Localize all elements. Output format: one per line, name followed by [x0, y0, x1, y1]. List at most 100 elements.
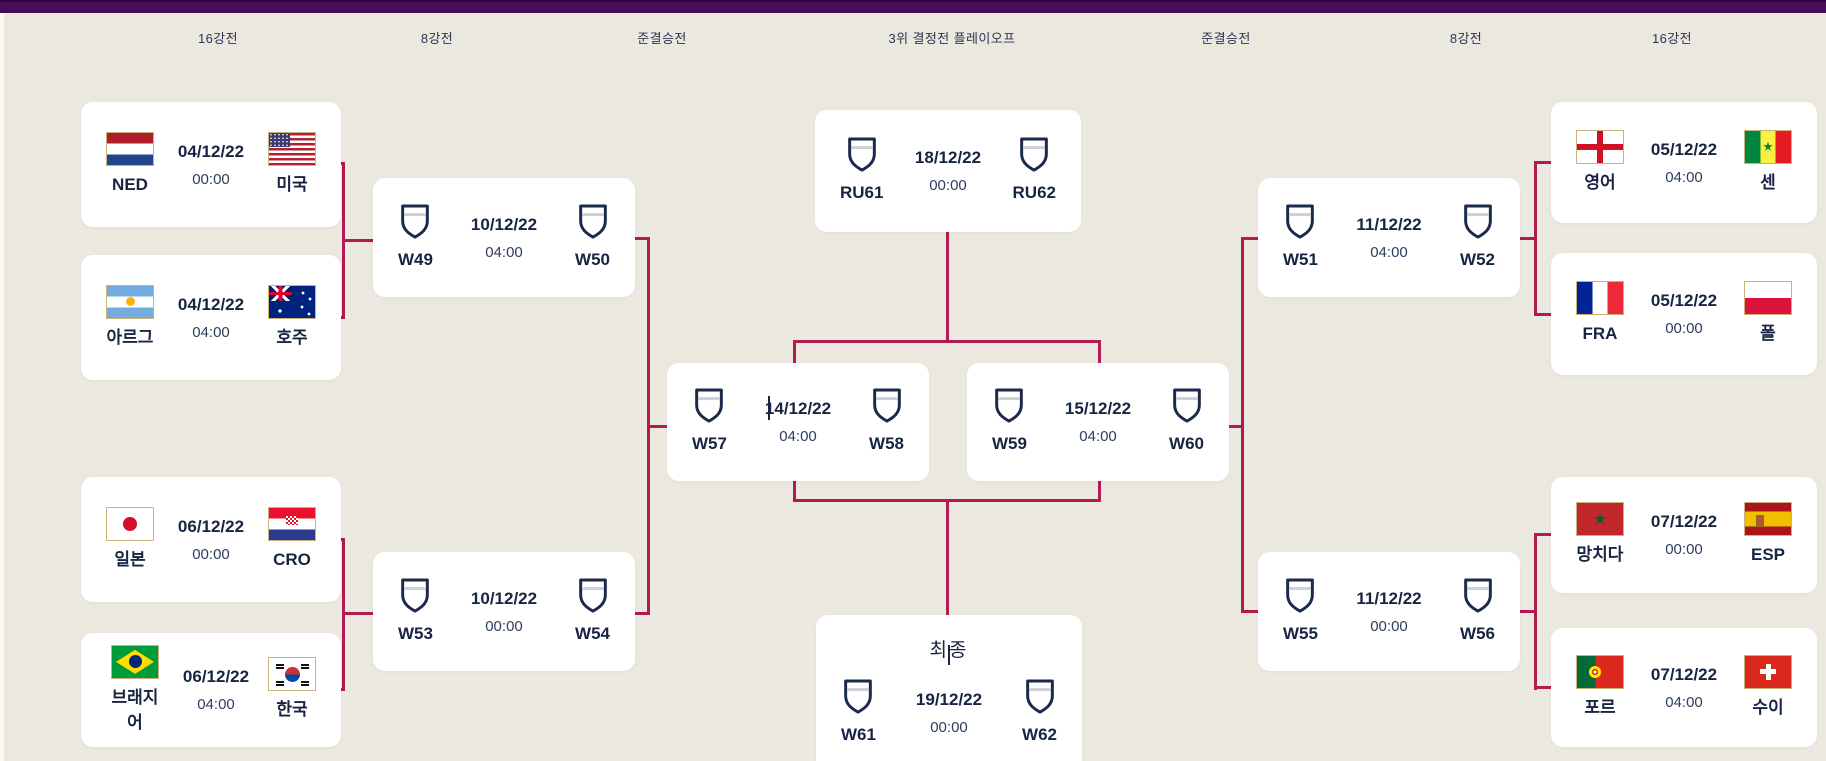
match-time: 00:00 [192, 545, 230, 563]
window-edge [0, 13, 4, 761]
match-card-ru61-ru62[interactable]: RU61 18/12/22 00:00 RU62 [815, 110, 1081, 232]
bracket-connector-line [1244, 237, 1258, 240]
match-datetime: 04/12/22 00:00 [178, 142, 244, 188]
team-name: 한국 [276, 700, 308, 720]
match-card-bra-kor[interactable]: 브래지어 06/12/22 04:00 한국 [81, 633, 341, 747]
bracket-connector-line [1098, 481, 1101, 502]
croatia-flag-icon [268, 506, 316, 541]
team-name: W60 [1169, 434, 1204, 454]
team-home: W61 [841, 678, 876, 748]
text-caret [948, 645, 950, 665]
bracket-connector-line [345, 239, 373, 242]
team-home: FRA [1576, 281, 1624, 347]
team-name: W59 [992, 434, 1027, 454]
bracket-connector-line [1520, 237, 1534, 240]
match-card-w49-w50[interactable]: W49 10/12/22 04:00 W50 [373, 178, 635, 297]
team-name: W57 [692, 434, 727, 454]
team-away: W52 [1460, 203, 1495, 273]
match-time: 00:00 [1665, 541, 1703, 558]
match-card-w51-w52[interactable]: W51 11/12/22 04:00 W52 [1258, 178, 1520, 297]
match-card-mar-esp[interactable]: 망치다 07/12/22 00:00 ESP [1551, 477, 1817, 593]
team-away: W50 [575, 203, 610, 273]
france-flag-icon [1576, 281, 1624, 316]
shield-icon [401, 204, 430, 239]
team-away: RU62 [1013, 136, 1056, 206]
team-home: 브래지어 [106, 644, 164, 735]
match-date: 04/12/22 [177, 141, 245, 161]
shield-icon [844, 679, 873, 714]
match-time: 00:00 [192, 170, 230, 188]
england-flag-icon [1576, 129, 1624, 164]
round-header-sf-left: 준결승전 [637, 31, 687, 46]
match-datetime: 11/12/22 00:00 [1356, 589, 1421, 635]
bracket-connector-line [793, 340, 796, 363]
match-datetime: 07/12/22 04:00 [1651, 665, 1717, 711]
match-date: 05/12/22 [1650, 139, 1718, 159]
match-card-final-w61-w62[interactable]: 최종 W61 19/12/22 00:00 W62 [816, 615, 1082, 761]
match-card-w55-w56[interactable]: W55 11/12/22 00:00 W56 [1258, 552, 1520, 671]
match-card-fra-pol[interactable]: FRA 05/12/22 00:00 폴 [1551, 253, 1817, 375]
match-date: 18/12/22 [914, 148, 982, 167]
bracket-connector-line [342, 162, 345, 319]
match-time: 00:00 [930, 718, 968, 736]
bracket-connector-line [1244, 610, 1258, 613]
match-card-w53-w54[interactable]: W53 10/12/22 00:00 W54 [373, 552, 635, 671]
team-name: 센 [1760, 172, 1776, 192]
shield-icon [1025, 679, 1054, 714]
match-datetime: 05/12/22 04:00 [1651, 140, 1717, 186]
team-name: FRA [1582, 324, 1618, 344]
round-header-sf-right: 준결승전 [1201, 31, 1251, 46]
team-name: W52 [1460, 249, 1495, 269]
team-name: 호주 [276, 327, 308, 347]
match-datetime: 18/12/22 00:00 [915, 148, 981, 194]
match-card-w59-w60[interactable]: W59 15/12/22 04:00 W60 [967, 363, 1229, 481]
match-card-arg-aus[interactable]: 아르그 04/12/22 04:00 호주 [81, 255, 341, 380]
match-card-por-sui[interactable]: 포르 07/12/22 04:00 수이 [1551, 628, 1817, 747]
bracket-connector-line [793, 481, 796, 502]
team-away: 호주 [268, 284, 316, 351]
bracket-connector-line [1520, 610, 1534, 613]
match-card-w57-w58[interactable]: W57 14/12/22 04:00 W58 [667, 363, 929, 481]
team-away: W58 [869, 387, 904, 457]
team-away: 한국 [268, 657, 316, 723]
shield-icon [578, 578, 607, 613]
team-home: W59 [992, 387, 1027, 457]
bracket-connector-line [647, 237, 650, 615]
team-name: RU61 [840, 183, 884, 203]
usa-flag-icon [268, 131, 316, 166]
team-name: 포르 [1584, 697, 1616, 717]
japan-flag-icon [106, 506, 154, 541]
round-header-r16-left: 16강전 [198, 31, 238, 46]
team-name: 일본 [114, 549, 146, 569]
team-name: 미국 [276, 174, 308, 194]
shield-icon [1286, 578, 1315, 613]
team-away: 미국 [268, 131, 316, 198]
switzerland-flag-icon [1744, 654, 1792, 689]
match-time: 00:00 [1370, 617, 1408, 635]
match-time: 04:00 [1665, 168, 1703, 186]
shield-icon [1020, 137, 1049, 172]
match-card-ned-usa[interactable]: NED 04/12/22 00:00 미국 [81, 102, 341, 227]
match-time: 04:00 [779, 428, 817, 445]
team-away: W60 [1169, 387, 1204, 457]
bracket-connector-line [345, 612, 373, 615]
match-time: 04:00 [192, 323, 230, 341]
match-datetime: 06/12/22 04:00 [183, 667, 249, 713]
match-date: 04/12/22 [177, 294, 245, 314]
match-card-jpn-cro[interactable]: 일본 06/12/22 00:00 CRO [81, 477, 341, 602]
team-name: W55 [1283, 623, 1318, 643]
team-home: RU61 [840, 136, 883, 206]
team-name: W56 [1460, 623, 1495, 643]
shield-icon [847, 137, 876, 172]
team-name: W53 [398, 623, 433, 643]
team-name: W61 [841, 725, 876, 744]
match-time: 00:00 [485, 617, 523, 635]
match-card-eng-sen[interactable]: 영어 05/12/22 04:00 센 [1551, 102, 1817, 223]
match-date: 06/12/22 [177, 516, 245, 536]
team-home: W53 [398, 577, 433, 647]
shield-icon [995, 388, 1024, 423]
team-home: NED [106, 131, 154, 198]
morocco-flag-icon [1576, 502, 1624, 537]
brazil-flag-icon [111, 644, 159, 679]
bracket-connector-line [946, 232, 949, 343]
